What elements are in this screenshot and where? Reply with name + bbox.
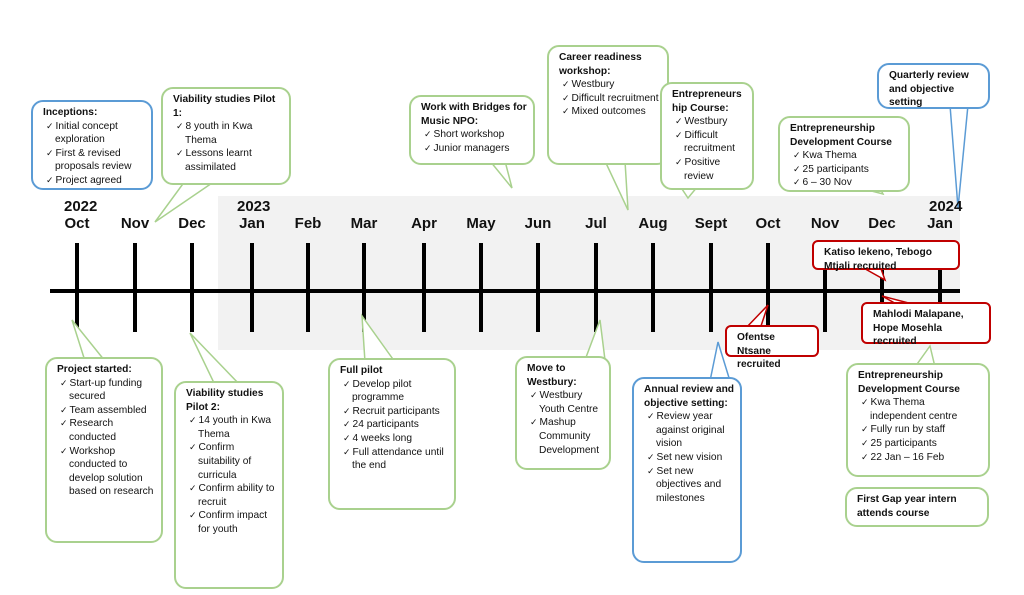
- callout-title: Career readiness workshop:: [559, 52, 642, 77]
- callout-title: Inceptions:: [43, 107, 98, 118]
- callout-box: Entrepreneurs hip Course:WestburyDifficu…: [660, 82, 754, 190]
- callout-box: Quarterly review and objective setting: [877, 63, 990, 109]
- month-label: Nov: [810, 215, 840, 232]
- callout-box: Annual review and objective setting:Revi…: [632, 377, 742, 563]
- callout-item: Project agreed: [43, 174, 145, 188]
- callout-box: Move to Westbury:Westbury Youth CentreMa…: [515, 356, 611, 470]
- callout-box: Career readiness workshop:WestburyDiffic…: [547, 45, 669, 165]
- callout-item: Develop pilot programme: [340, 378, 448, 405]
- callout-item: Westbury: [672, 115, 746, 129]
- callout-box: Entrepreneurship Development CourseKwa T…: [846, 363, 990, 477]
- callout-item: Start-up funding secured: [57, 377, 155, 404]
- month-label: Dec: [868, 215, 896, 232]
- callout-item: Difficult recruitment: [559, 92, 661, 106]
- callout-tail: [488, 160, 513, 189]
- callout-title: Work with Bridges for Music NPO:: [421, 102, 527, 127]
- callout-item: Mashup Community Development: [527, 416, 603, 457]
- callout-title: Entrepreneurs hip Course:: [672, 89, 742, 114]
- callout-box: Project started: Start-up funding secured…: [45, 357, 163, 543]
- callout-item: First & revised proposals review: [43, 147, 145, 174]
- callout-box: Viability studies Pilot 1:8 youth in Kwa…: [161, 87, 291, 185]
- callout-item: 24 participants: [340, 418, 448, 432]
- callout-title: Katiso lekeno, Tebogo Mtjali recruited: [824, 247, 932, 272]
- callout-title: Mahlodi Malapane, Hope Mosehla recruited: [873, 309, 964, 348]
- callout-box: First Gap year intern attends course: [845, 487, 989, 527]
- callout-title: Annual review and objective setting:: [644, 384, 735, 409]
- callout-tail: [361, 313, 397, 363]
- callout-box: Mahlodi Malapane, Hope Mosehla recruited: [861, 302, 991, 347]
- callout-item: Set new vision: [644, 451, 734, 465]
- month-label: Jul: [585, 215, 607, 232]
- callout-title: Full pilot: [340, 365, 383, 376]
- callout-item: Lessons learnt assimilated: [173, 147, 283, 174]
- callout-title: Viability studies Pilot 2:: [186, 388, 264, 413]
- callout-box: Katiso lekeno, Tebogo Mtjali recruited: [812, 240, 960, 272]
- callout-title: Move to Westbury:: [527, 363, 577, 388]
- callout-box: Work with Bridges for Music NPO:Short wo…: [409, 95, 535, 165]
- callout-tail: [603, 160, 629, 211]
- month-label: Nov: [120, 215, 150, 232]
- callout-item: Short workshop: [421, 128, 527, 142]
- callout-item: 8 youth in Kwa Thema: [173, 120, 283, 147]
- callout-box: Inceptions: Initial concept explorationFi…: [31, 100, 153, 190]
- callout-item: Recruit participants: [340, 405, 448, 419]
- callout-item: Junior managers: [421, 142, 527, 156]
- callout-box: Viability studies Pilot 2:14 youth in Kw…: [174, 381, 284, 589]
- month-label: Mar: [350, 215, 378, 232]
- callout-item: 22 Jan – 16 Feb: [858, 451, 982, 465]
- callout-item: Review year against original vision: [644, 410, 734, 451]
- callout-title: First Gap year intern attends course: [857, 494, 957, 519]
- month-label: Feb: [294, 215, 322, 232]
- callout-box: Ofentse Ntsane recruited: [725, 325, 819, 370]
- callout-item: Confirm suitability of curricula: [186, 441, 276, 482]
- callout-item: 25 participants: [790, 163, 902, 177]
- year-label-2023: 2023: [237, 198, 271, 215]
- month-label: Oct: [755, 215, 781, 232]
- month-label: Apr: [411, 215, 437, 232]
- callout-item: Kwa Thema: [790, 149, 902, 163]
- year-label-2022: 2022: [64, 198, 98, 215]
- month-label: Aug: [638, 215, 668, 232]
- callout-item: Mixed outcomes: [559, 105, 661, 119]
- month-label: Jun: [524, 215, 552, 232]
- month-label: Jan: [927, 215, 953, 232]
- callout-title: Ofentse Ntsane recruited: [737, 332, 781, 371]
- callout-item: Research conducted: [57, 417, 155, 444]
- callout-item: Positive review: [672, 156, 746, 183]
- month-label: Sept: [694, 215, 728, 232]
- callout-item: Full attendance until the end: [340, 446, 448, 473]
- callout-item: Fully run by staff: [858, 423, 982, 437]
- callout-item: 14 youth in Kwa Thema: [186, 414, 276, 441]
- month-label: Dec: [178, 215, 206, 232]
- callout-tail: [71, 319, 107, 362]
- callout-item: 6 – 30 Nov: [790, 176, 902, 190]
- callout-item: 4 weeks long: [340, 432, 448, 446]
- callout-item: Team assembled: [57, 404, 155, 418]
- callout-item: Set new objectives and milestones: [644, 465, 734, 506]
- callout-item: Initial concept exploration: [43, 120, 145, 147]
- callout-item: Westbury: [559, 78, 661, 92]
- callout-item: Confirm impact for youth: [186, 509, 276, 536]
- callout-item: Confirm ability to recruit: [186, 482, 276, 509]
- callout-tail: [189, 332, 242, 386]
- callout-item: Difficult recruitment: [672, 129, 746, 156]
- callout-title: Entrepreneurship Development Course: [858, 370, 960, 395]
- callout-title: Entrepreneurship Development Course: [790, 123, 892, 148]
- callout-item: Kwa Thema independent centre: [858, 396, 982, 423]
- callout-item: 25 participants: [858, 437, 982, 451]
- callout-box: Full pilotDevelop pilot programmeRecruit…: [328, 358, 456, 510]
- callout-item: Workshop conducted to develop solution b…: [57, 445, 155, 499]
- month-label: Oct: [64, 215, 90, 232]
- year-label-2024: 2024: [929, 198, 963, 215]
- callout-title: Project started:: [57, 364, 132, 375]
- month-label: May: [466, 215, 496, 232]
- month-label: Jan: [239, 215, 265, 232]
- callout-tail: [949, 104, 969, 209]
- callout-title: Quarterly review and objective setting: [889, 70, 969, 109]
- year-2023-band: [218, 196, 960, 350]
- callout-item: Westbury Youth Centre: [527, 389, 603, 416]
- callout-title: Viability studies Pilot 1:: [173, 94, 276, 119]
- callout-box: Entrepreneurship Development CourseKwa T…: [778, 116, 910, 192]
